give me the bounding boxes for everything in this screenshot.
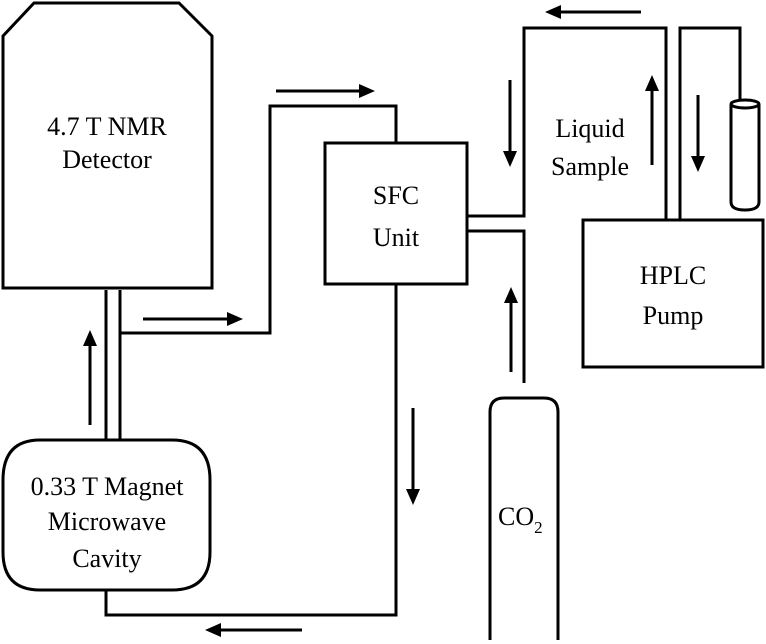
arrow-left-top bbox=[545, 5, 641, 19]
tube-sfc-to-magnet bbox=[104, 284, 398, 617]
hplc-label-line1: HPLC bbox=[640, 261, 706, 290]
hplc-label-line2: Pump bbox=[643, 301, 704, 330]
tubing bbox=[104, 26, 742, 617]
tube-hplc-to-vial bbox=[678, 26, 742, 220]
nmr-label-line1: 4.7 T NMR bbox=[47, 112, 167, 141]
liquid-sample-vial bbox=[729, 98, 761, 212]
vial-body bbox=[729, 104, 761, 212]
sfc-label-line1: SFC bbox=[373, 181, 419, 210]
magnet-microwave-cavity bbox=[1, 438, 212, 592]
sfc-label-line2: Unit bbox=[373, 223, 420, 252]
arrow-up-hplc bbox=[645, 75, 659, 165]
magnet-label-line1: 0.33 T Magnet bbox=[31, 472, 185, 501]
co2-label-subscript: 2 bbox=[534, 518, 543, 537]
tube-sfc-to-co2 bbox=[467, 229, 526, 383]
labels: 4.7 T NMR Detector SFC Unit HPLC Pump 0.… bbox=[31, 112, 707, 573]
vial-opening bbox=[729, 98, 761, 110]
co2-label: CO2 bbox=[498, 502, 543, 537]
liquid-label-line1: Liquid bbox=[555, 114, 624, 143]
liquid-label-line2: Sample bbox=[551, 152, 629, 181]
sfc-unit bbox=[323, 141, 469, 286]
arrow-left-return bbox=[205, 623, 302, 637]
nmr-detector bbox=[1, 1, 214, 290]
tube-nmr-to-sfc-outer bbox=[118, 104, 398, 335]
arrow-down-vial bbox=[691, 95, 705, 172]
magnet-label-line3: Cavity bbox=[72, 544, 141, 573]
flow-arrows bbox=[83, 5, 705, 637]
co2-tank bbox=[488, 396, 560, 640]
hplc-pump bbox=[581, 218, 765, 369]
arrow-down-to-sfc bbox=[503, 80, 517, 167]
co2-label-main: CO bbox=[498, 502, 534, 531]
tube-sfc-to-hplc-upper bbox=[467, 26, 668, 220]
arrow-right-to-sfc bbox=[276, 84, 375, 98]
arrow-down-sfc-outlet bbox=[406, 408, 420, 505]
nmr-label-line2: Detector bbox=[62, 145, 152, 174]
arrow-up-magnet-to-nmr bbox=[83, 330, 97, 425]
arrow-up-co2 bbox=[504, 287, 518, 372]
magnet-label-line2: Microwave bbox=[48, 507, 166, 536]
arrow-right-nmr-outlet bbox=[143, 312, 243, 326]
